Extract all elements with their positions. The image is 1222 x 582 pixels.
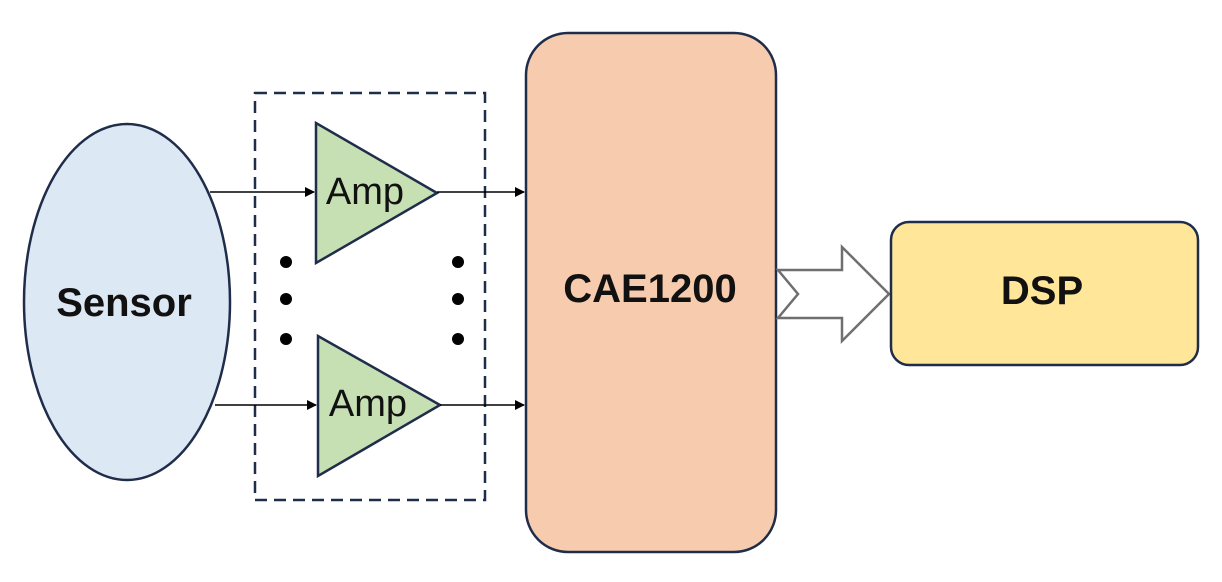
- converter-to-dsp-arrow: [775, 243, 891, 345]
- amplifier-top: Amp: [314, 120, 440, 266]
- ellipsis-dots-right: [452, 256, 464, 345]
- amplifier-bottom-triangle: [316, 333, 443, 479]
- sensor-label: Sensor: [56, 281, 192, 325]
- amplifier-top-triangle: [314, 120, 440, 266]
- dsp-node: DSP: [889, 220, 1200, 367]
- dsp-label: DSP: [1001, 269, 1083, 313]
- sensor-shape: [22, 122, 232, 482]
- amplifier-bottom: Amp: [316, 333, 443, 479]
- sensor-node: Sensor: [22, 122, 232, 482]
- amplifier-bottom-label: Amp: [329, 383, 407, 425]
- amplifier-top-label: Amp: [326, 171, 404, 213]
- converter-label: CAE1200: [563, 267, 736, 311]
- converter-box: [524, 31, 778, 554]
- dsp-box: [889, 220, 1200, 367]
- ellipsis-dots-left: [280, 256, 292, 345]
- amplifier-group-box: [253, 91, 487, 502]
- converter-node: CAE1200: [524, 31, 778, 554]
